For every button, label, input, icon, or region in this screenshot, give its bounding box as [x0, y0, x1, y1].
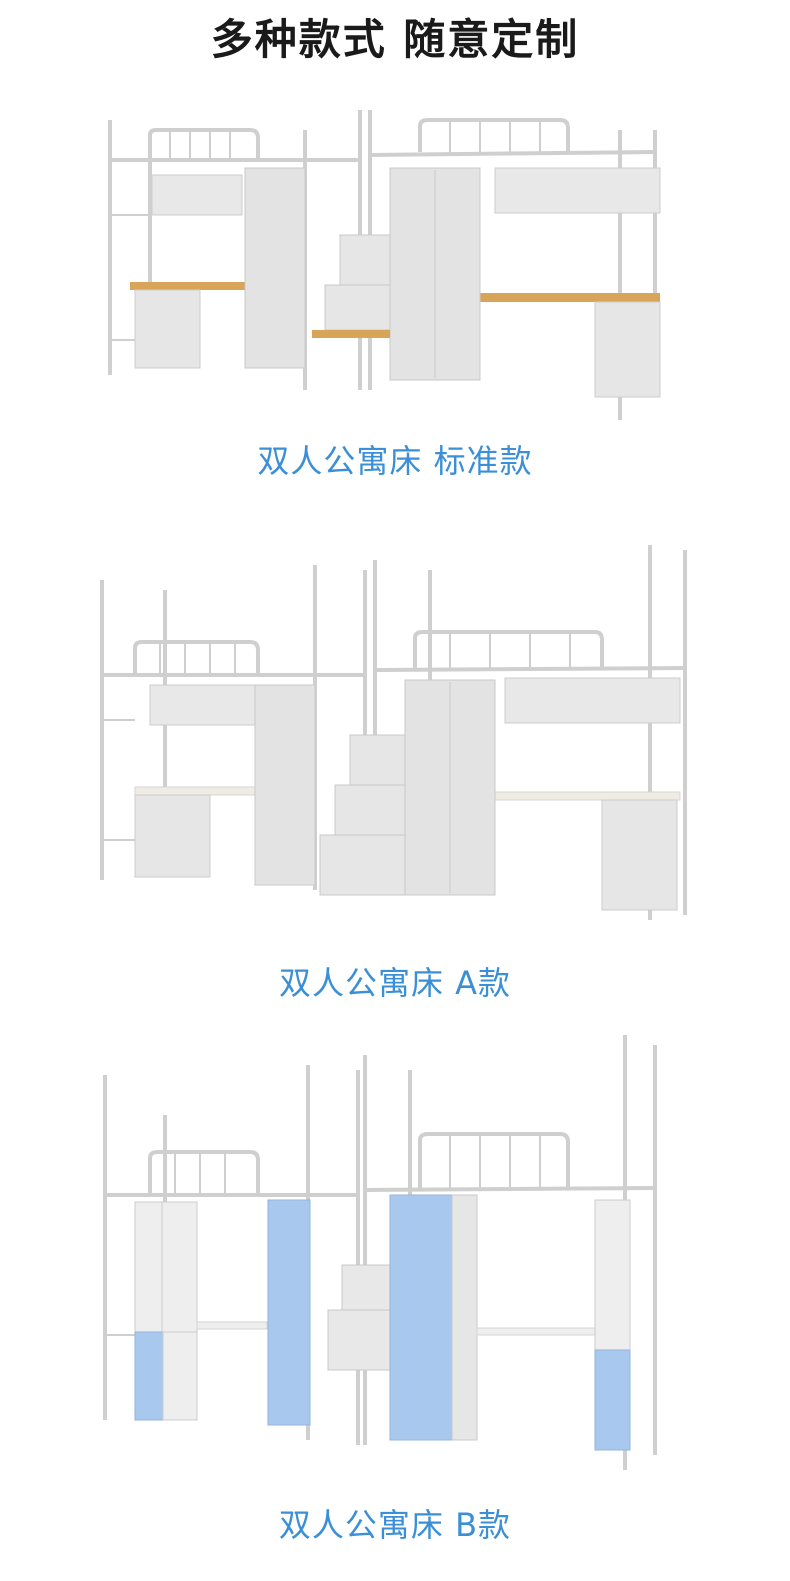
page-title: 多种款式 随意定制 — [210, 15, 580, 64]
bunk-bed-standard-image — [90, 90, 690, 420]
bunk-bed-a-image — [90, 540, 690, 930]
bunk-bed-b-image — [90, 1030, 690, 1480]
caption-b: 双人公寓床 B款 — [278, 1506, 512, 1544]
caption-standard: 双人公寓床 标准款 — [257, 442, 533, 480]
caption-a: 双人公寓床 A款 — [278, 964, 512, 1002]
